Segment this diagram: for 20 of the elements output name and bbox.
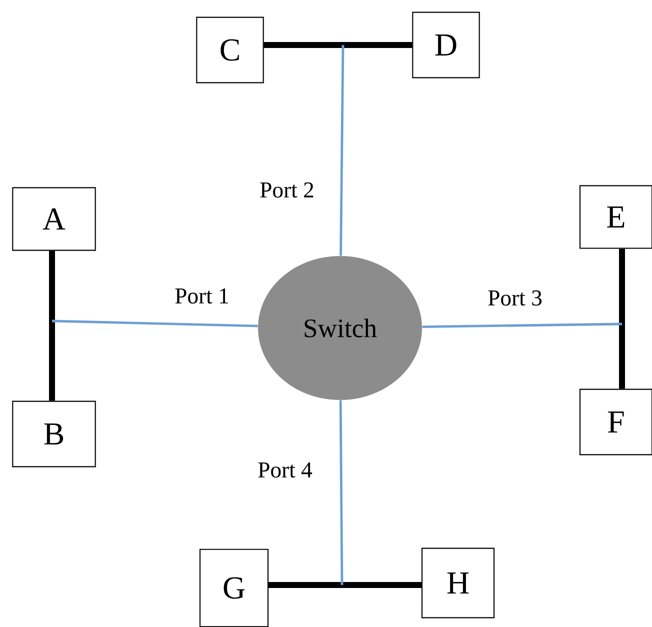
connection-line xyxy=(52,320,258,328)
connection-line xyxy=(339,400,344,585)
port-label: Port 3 xyxy=(486,289,544,307)
device-box: C xyxy=(196,16,264,84)
device-box: H xyxy=(421,548,495,618)
bus-line xyxy=(268,582,422,588)
device-box: E xyxy=(579,185,652,249)
bus-line xyxy=(264,42,412,48)
device-box: F xyxy=(579,388,652,456)
port-label: Port 4 xyxy=(256,461,314,479)
port-label: Port 2 xyxy=(258,181,316,199)
bus-line xyxy=(49,250,55,401)
device-box: D xyxy=(412,12,480,78)
port-label: Port 1 xyxy=(173,287,231,305)
connection-line xyxy=(422,322,622,328)
device-box: A xyxy=(12,187,96,251)
device-box: B xyxy=(12,400,96,468)
device-box: G xyxy=(199,548,269,627)
connection-line xyxy=(340,44,344,256)
bus-line xyxy=(619,248,625,389)
